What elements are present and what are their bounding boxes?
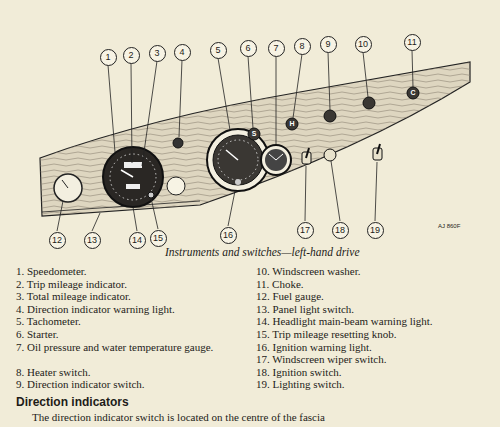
knob-letter: H: [289, 120, 294, 128]
callout-circle: 17: [297, 222, 314, 239]
callout-circle: 11: [404, 34, 421, 51]
legend-item: 2. Trip mileage indicator.: [16, 278, 254, 291]
body-text: The direction indicator switch is locate…: [32, 411, 325, 423]
callout-circle: 16: [220, 227, 237, 244]
callout-number: 9: [325, 40, 330, 49]
callout-number: 6: [245, 44, 250, 53]
section-heading: Direction indicators: [16, 395, 129, 409]
legend-item: 11. Choke.: [256, 278, 500, 291]
callout-circle: 13: [84, 232, 101, 249]
legend-item: 16. Ignition warning light.: [256, 341, 500, 354]
callout-circle: 5: [210, 42, 227, 59]
fuel-gauge: [54, 174, 82, 202]
callout-circle: 4: [174, 44, 191, 61]
legend-item: 1. Speedometer.: [16, 265, 254, 278]
callout-number: 13: [87, 236, 97, 245]
callout-number: 19: [370, 226, 380, 235]
callout-circle: 19: [367, 222, 384, 239]
callout-circle: 18: [332, 222, 349, 239]
callout-number: 11: [407, 38, 416, 47]
legend-item: 10. Windscreen washer.: [256, 265, 500, 278]
fascia: [40, 60, 472, 220]
legend-item: 13. Panel light switch.: [256, 303, 500, 316]
legend-item: 18. Ignition switch.: [256, 366, 500, 379]
callout-number: 2: [128, 51, 133, 60]
callout-circle: 12: [49, 232, 66, 249]
callout-number: 3: [154, 49, 159, 58]
callout-number: 8: [299, 42, 304, 51]
legend-item: 17. Windscreen wiper switch.: [256, 353, 500, 366]
callout-circle: 8: [294, 38, 311, 55]
callout-circle: 3: [149, 45, 166, 62]
legend-item: 4. Direction indicator warning light.: [16, 303, 254, 316]
callout-circle: 10: [355, 36, 372, 53]
knob-letter: S: [252, 130, 257, 138]
legend-item: 12. Fuel gauge.: [256, 290, 500, 303]
callout-number: 10: [358, 40, 368, 49]
callout-circle: 7: [268, 40, 285, 57]
legend-item: 9. Direction indicator switch.: [16, 378, 254, 391]
knob-letter: C: [410, 89, 415, 97]
callout-number: 1: [105, 53, 110, 62]
callout-number: 15: [153, 234, 163, 243]
drawing-reference: AJ 860F: [438, 223, 460, 230]
callout-number: 4: [179, 48, 184, 57]
legend-item: 8. Heater switch.: [16, 366, 254, 379]
leader-lines: [57, 50, 413, 231]
blank-plate: [167, 177, 185, 195]
figure-caption: Instruments and switches—left-hand drive: [165, 246, 360, 258]
warning-light: [173, 138, 183, 148]
tachometer: [207, 129, 269, 191]
callout-number: 18: [335, 226, 345, 235]
oil-water-gauge: [261, 145, 291, 175]
callout-circle: 6: [240, 40, 257, 57]
speedometer: [103, 147, 163, 207]
legend-item: 3. Total mileage indicator.: [16, 290, 254, 303]
legend-item: 14. Headlight main-beam warning light.: [256, 315, 500, 328]
callout-circle: 2: [123, 47, 140, 64]
legend-item: 19. Lighting switch.: [256, 378, 500, 391]
callout-number: 5: [215, 46, 220, 55]
legend-item: 5. Tachometer.: [16, 315, 254, 328]
knobs: [248, 87, 419, 161]
callout-number: 17: [300, 226, 310, 235]
callout-number: 7: [273, 44, 278, 53]
callout-number: 16: [223, 231, 233, 240]
callout-number: 14: [132, 236, 142, 245]
toggle-switches: [302, 144, 382, 164]
legend-item: 15. Trip mileage resetting knob.: [256, 328, 500, 341]
legend-item: 7. Oil pressure and water temperature ga…: [16, 341, 254, 354]
callout-number: 12: [52, 236, 62, 245]
callout-circle: 9: [320, 36, 337, 53]
callout-circle: 14: [129, 232, 146, 249]
callout-circle: 15: [150, 230, 167, 247]
callout-circle: 1: [100, 49, 117, 66]
legend-item: 6. Starter.: [16, 328, 254, 341]
